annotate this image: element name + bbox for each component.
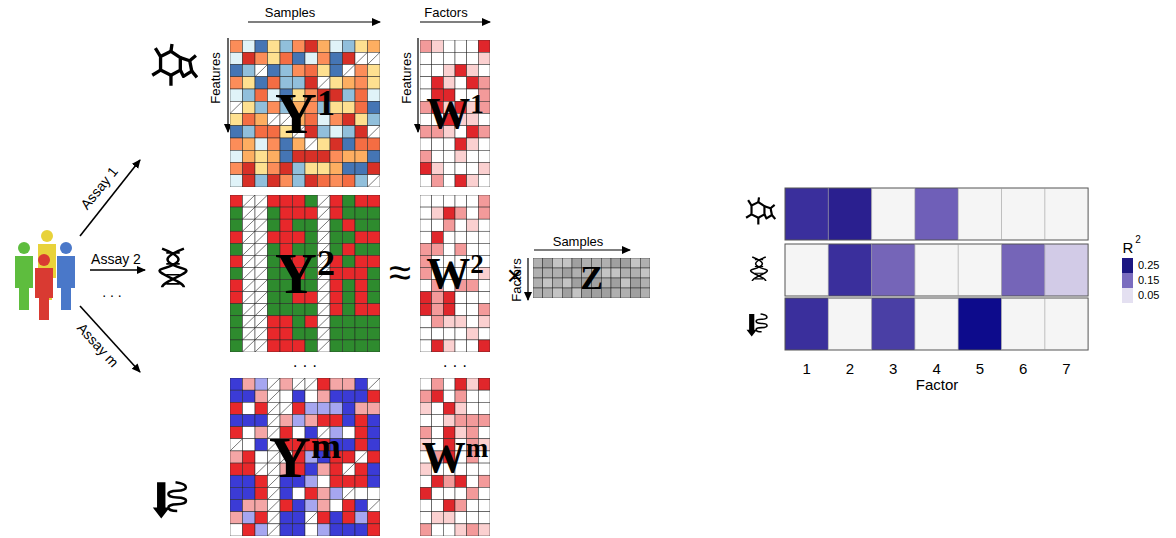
ellipsis: · · ·	[443, 358, 468, 374]
factor-number: 1	[802, 361, 810, 376]
factor-number: 5	[976, 361, 984, 376]
matrix-symbol: W	[426, 248, 470, 299]
matrix-index: 2	[470, 249, 484, 280]
approx-sign: ≈	[389, 252, 411, 292]
factor-number: 4	[932, 361, 940, 376]
matrix-symbol: W	[422, 432, 466, 483]
legend-tick: 0.05	[1138, 290, 1159, 301]
factor-matrix: Z	[533, 258, 650, 298]
legend-title-exponent: 2	[1135, 235, 1141, 245]
matrix-symbol: Z	[580, 259, 603, 297]
dna-icon	[751, 257, 768, 281]
ellipsis: · · ·	[293, 358, 318, 374]
weight-matrix: W2	[420, 195, 490, 352]
legend-title: R	[1123, 240, 1134, 255]
matrix-symbol: W	[426, 88, 470, 139]
legend-swatch	[1122, 258, 1133, 273]
assay-label: Assay 1	[78, 164, 120, 212]
data-matrix: Ym	[230, 378, 380, 536]
assay-label: Assay 2	[91, 252, 141, 266]
people-icon	[15, 230, 75, 320]
axis-label: Factors	[510, 258, 523, 301]
axis-label: Samples	[553, 235, 604, 248]
factor-number: 3	[889, 361, 897, 376]
ellipsis: . . .	[102, 285, 121, 299]
weight-matrix: Wm	[420, 378, 490, 536]
assay-label: Assay m	[75, 320, 121, 369]
r2-heatmap	[785, 188, 1088, 350]
factor-number: 6	[1019, 361, 1027, 376]
legend-tick: 0.15	[1138, 275, 1159, 286]
factor-number: 7	[1062, 361, 1070, 376]
matrix-symbol: Y	[269, 424, 311, 491]
data-matrix: Y2	[230, 195, 380, 352]
factor-number: 2	[846, 361, 854, 376]
matrix-index: 1	[317, 82, 335, 124]
axis-label: Features	[400, 52, 413, 103]
legend-swatch	[1122, 288, 1133, 303]
metabolite-icon	[746, 197, 775, 224]
matrix-index: 2	[317, 242, 335, 284]
axis-label: Features	[209, 52, 222, 103]
legend-tick: 0.25	[1138, 260, 1159, 271]
axis-label: Samples	[265, 6, 316, 19]
data-matrix: Y1	[230, 40, 380, 187]
matrix-symbol: Y	[275, 240, 317, 307]
protein-icon	[153, 482, 186, 518]
matrix-index: m	[466, 433, 489, 464]
weight-matrix: W1	[420, 40, 490, 187]
dna-icon	[160, 249, 187, 288]
matrix-symbol: Y	[275, 80, 317, 147]
axis-title: Factor	[916, 377, 959, 392]
metabolite-icon	[152, 44, 197, 86]
legend-swatch	[1122, 273, 1133, 288]
protein-icon	[747, 314, 768, 336]
axis-label: Factors	[424, 6, 467, 19]
matrix-index: 1	[470, 89, 484, 120]
matrix-index: m	[311, 425, 341, 467]
